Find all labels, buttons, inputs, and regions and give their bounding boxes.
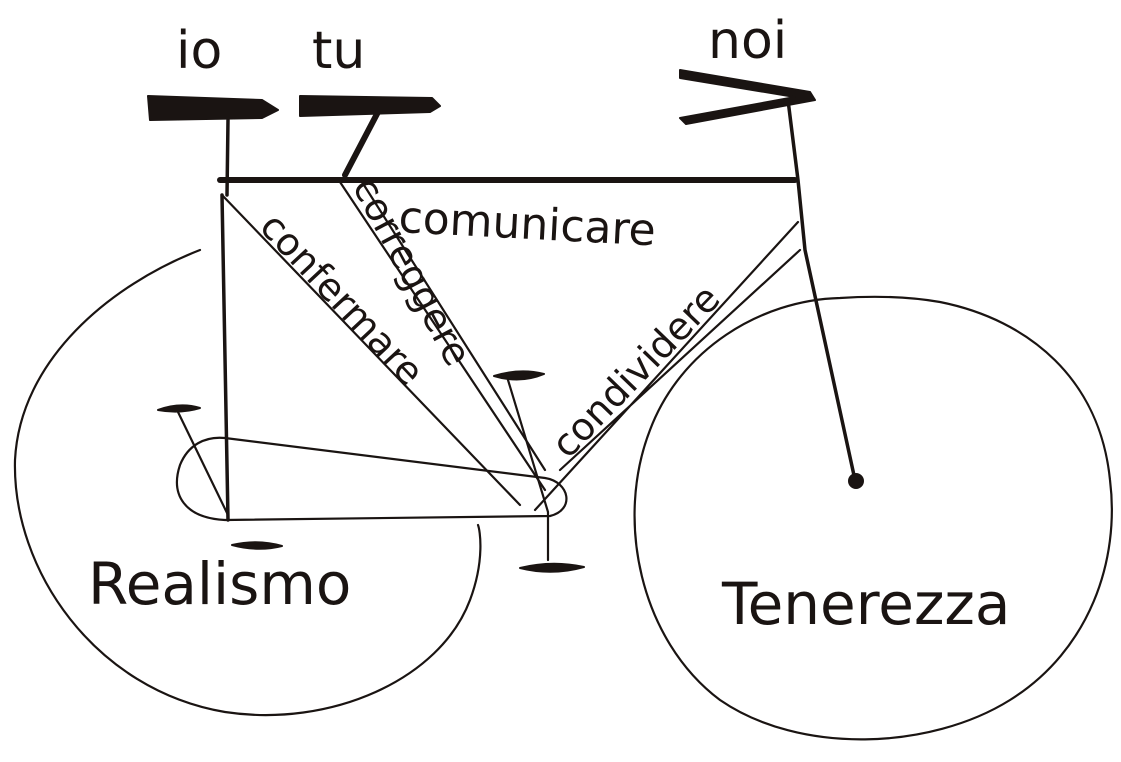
front-hub — [848, 473, 864, 489]
noi-handlebar — [679, 69, 816, 125]
seat-tube — [220, 118, 230, 522]
rear-wheel — [13, 248, 482, 717]
label-noi: noi — [708, 11, 787, 71]
diag-tube-confermare — [220, 193, 522, 507]
label-tenerezza: Tenerezza — [721, 570, 1010, 638]
fork — [786, 98, 857, 482]
diag-tube-correggere — [338, 180, 547, 492]
label-io: io — [176, 21, 222, 81]
label-tu: tu — [312, 21, 365, 81]
tu-seat-post — [342, 109, 381, 178]
left-pedal-top — [157, 404, 201, 413]
label-condividere: condividere — [543, 276, 729, 466]
io-saddle — [147, 95, 279, 121]
front-wheel — [633, 295, 1113, 741]
center-crank — [506, 378, 550, 562]
label-realismo: Realismo — [88, 550, 351, 618]
center-pedal-bottom — [519, 562, 585, 573]
left-crank — [176, 410, 230, 517]
center-pedal-top — [493, 370, 545, 381]
tu-saddle — [299, 95, 441, 117]
left-pedal-bottom — [231, 541, 283, 550]
chain-loop — [175, 436, 568, 522]
down-tube-condividere — [533, 220, 802, 512]
label-comunicare: comunicare — [397, 192, 657, 256]
